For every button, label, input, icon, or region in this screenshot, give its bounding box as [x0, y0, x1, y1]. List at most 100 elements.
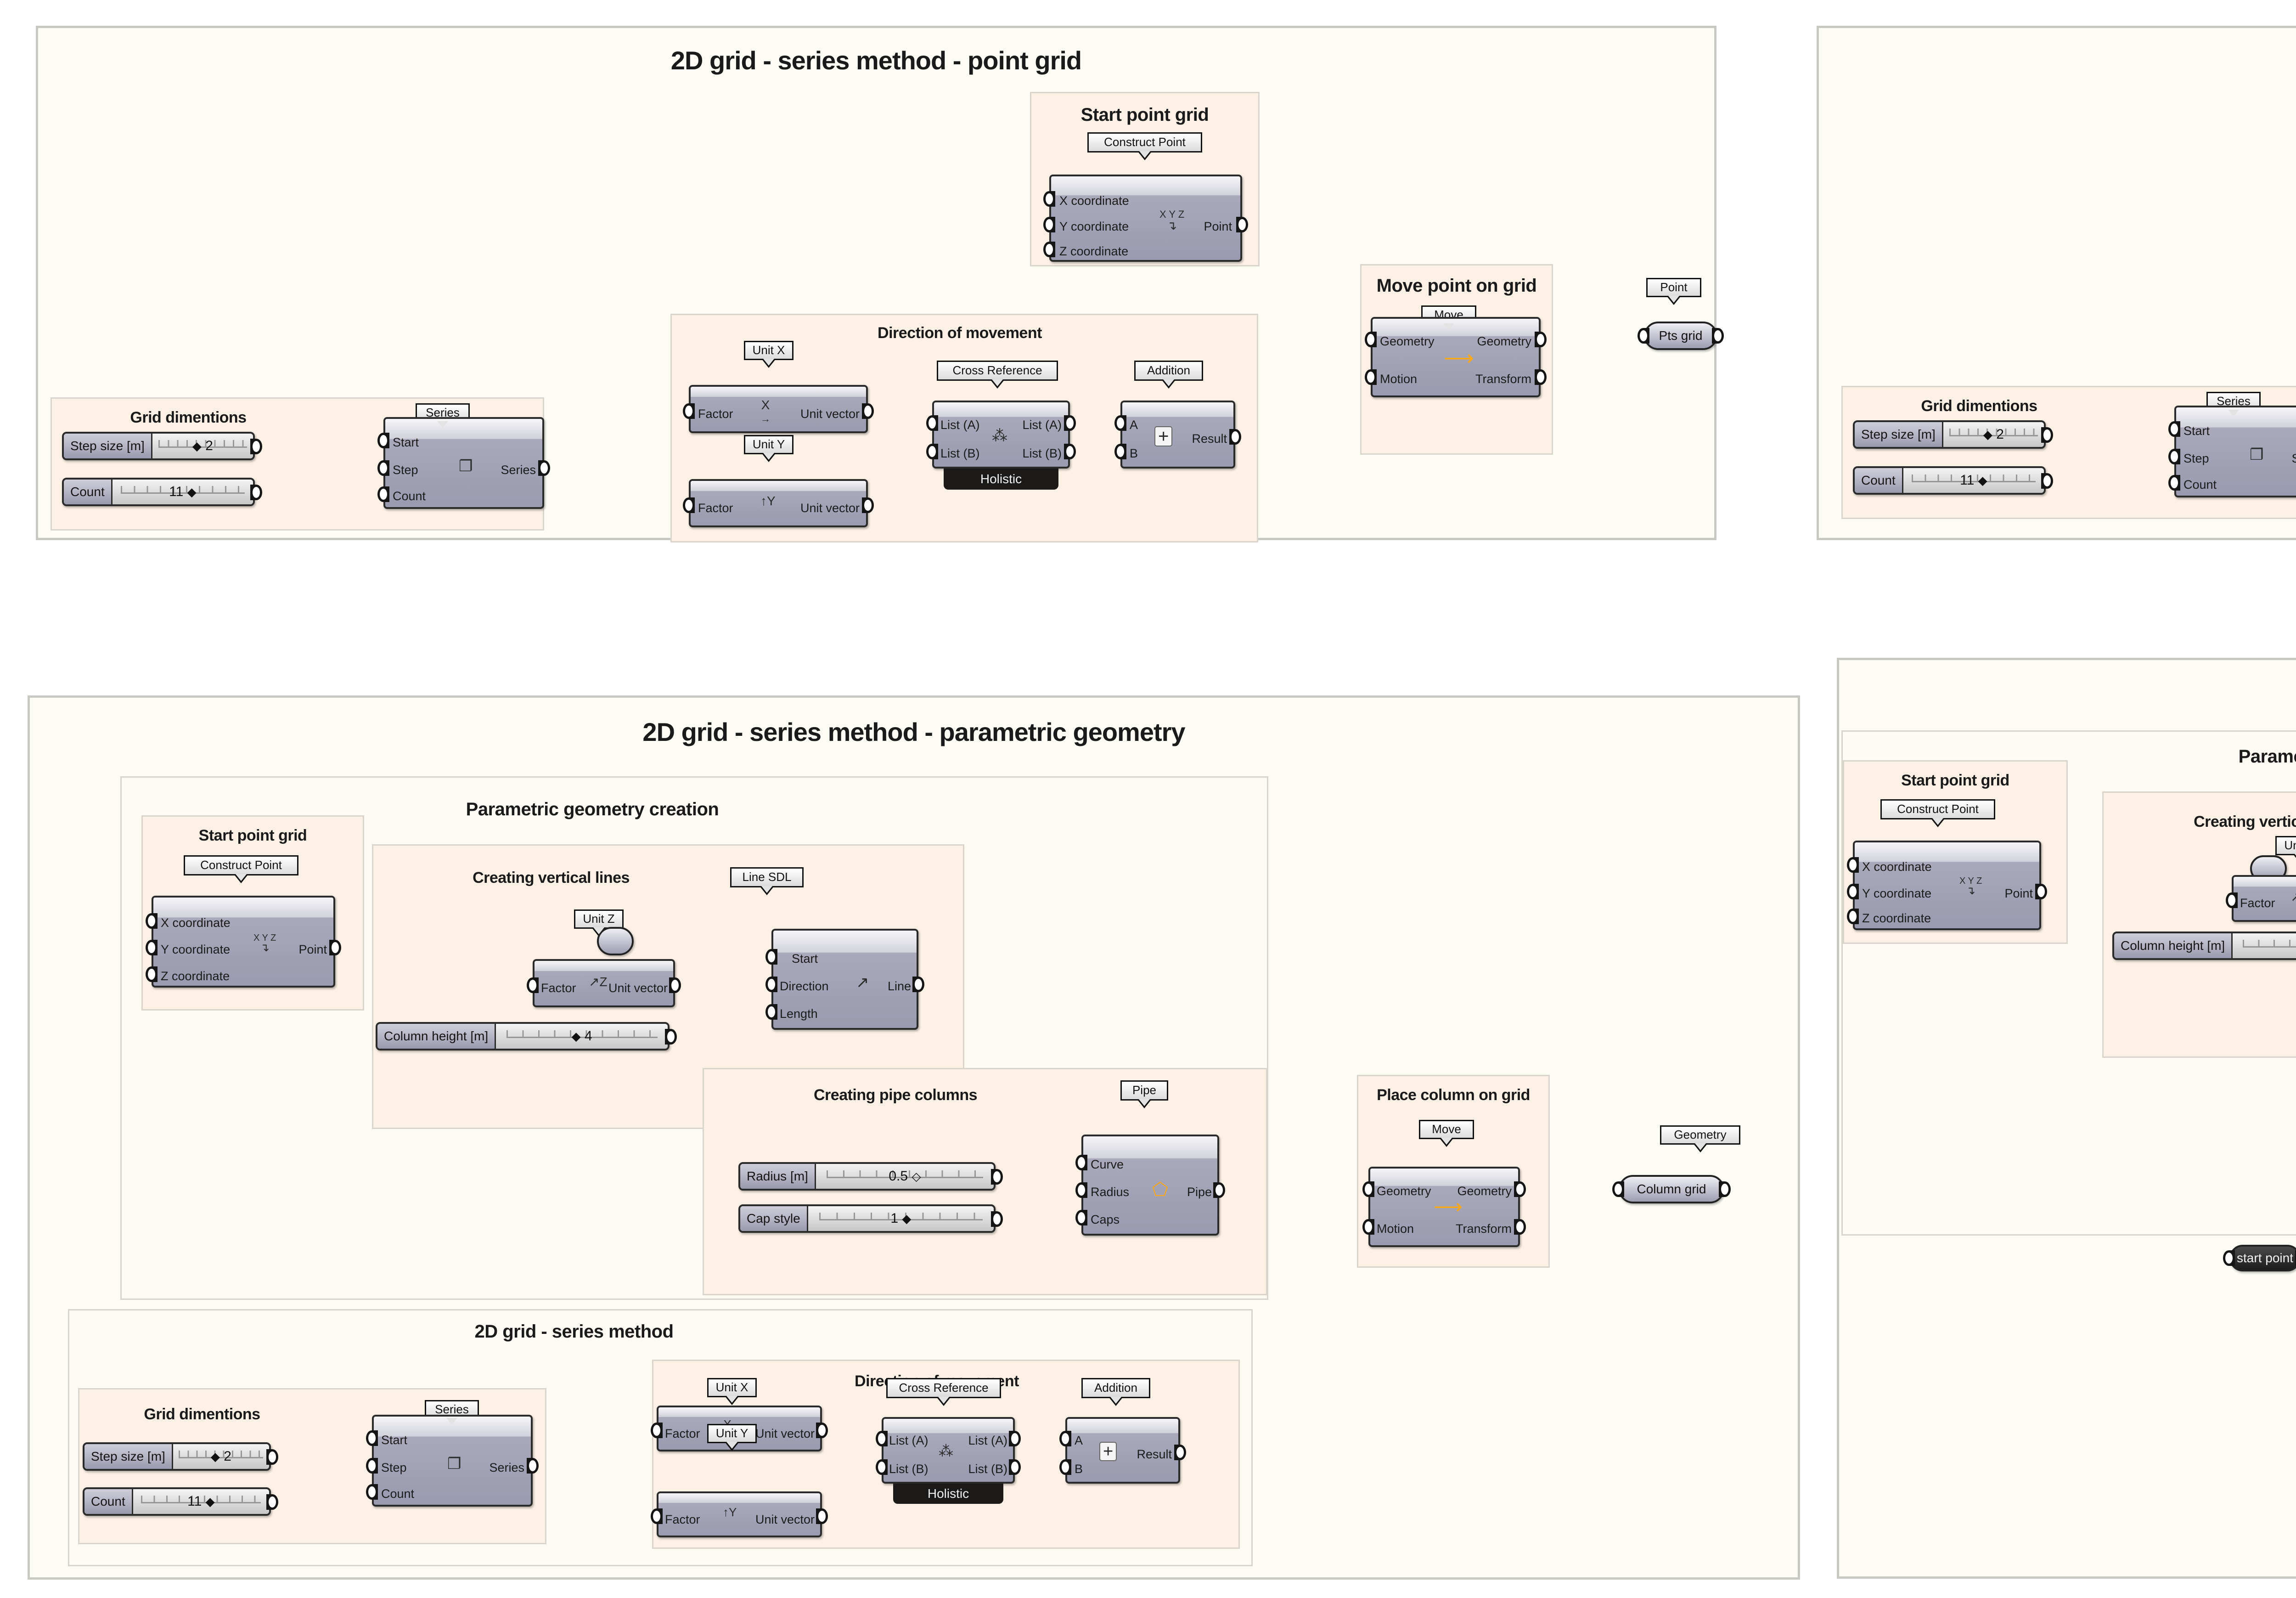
port-nub[interactable]: [377, 433, 389, 448]
port-length-in[interactable]: Length: [780, 1007, 818, 1021]
component-move-bl[interactable]: Geometry Motion Geometry Transform ⟶: [1362, 1167, 1526, 1247]
component-unit-y-bl[interactable]: Factor Unit vector ↑Y: [651, 1491, 828, 1537]
port-list-b-in[interactable]: List (B): [940, 446, 980, 460]
port-nub[interactable]: [1064, 415, 1076, 431]
port-y-coordinate[interactable]: Y coordinate: [1059, 220, 1129, 233]
port-unit-vector-out[interactable]: Unit vector: [800, 407, 860, 421]
port-nub[interactable]: [1043, 217, 1055, 232]
port-nub[interactable]: [1612, 1181, 1624, 1197]
port-series-out[interactable]: Series: [501, 463, 536, 477]
port-factor-in[interactable]: Factor: [665, 1427, 700, 1440]
port-nub[interactable]: [1362, 1181, 1374, 1197]
component-unit-y[interactable]: Factor Unit vector ↑Y: [683, 479, 874, 527]
component-unit-z[interactable]: Factor Unit vector ↗Z: [527, 959, 681, 1007]
port-nub[interactable]: [2226, 892, 2238, 908]
relay-column-grid-bl[interactable]: Column grid: [1619, 1175, 1724, 1203]
port-count-in[interactable]: Count: [2183, 478, 2217, 491]
port-nub[interactable]: [1365, 332, 1377, 347]
port-start-in[interactable]: Start: [792, 952, 818, 966]
port-start-in[interactable]: Start: [381, 1433, 408, 1447]
port-nub[interactable]: [683, 497, 695, 513]
port-geometry-in[interactable]: Geometry: [1377, 1184, 1431, 1198]
port-nub[interactable]: [1365, 369, 1377, 385]
port-nub[interactable]: [876, 1431, 888, 1446]
port-x-coordinate[interactable]: X coordinate: [1862, 860, 1932, 874]
port-list-b-in[interactable]: List (B): [889, 1462, 929, 1476]
port-nub[interactable]: [1535, 369, 1547, 385]
port-count-in[interactable]: Count: [393, 489, 426, 503]
slider-cap-style[interactable]: Cap style 1 ◆: [738, 1204, 996, 1233]
port-result-out[interactable]: Result: [1137, 1447, 1172, 1461]
port-nub[interactable]: [651, 1508, 663, 1524]
port-list-a-in[interactable]: List (A): [940, 418, 980, 432]
port-nub[interactable]: [651, 1423, 663, 1438]
port-nub[interactable]: [1059, 1459, 1071, 1475]
port-nub[interactable]: [2035, 884, 2047, 899]
port-caps-in[interactable]: Caps: [1091, 1213, 1120, 1226]
port-nub[interactable]: [266, 1449, 278, 1465]
port-nub[interactable]: [2223, 1250, 2235, 1266]
component-construct-point-br[interactable]: X coordinate Y coordinate Z coordinate P…: [1847, 841, 2047, 930]
port-series-out[interactable]: Series: [489, 1461, 524, 1474]
port-nub[interactable]: [862, 403, 874, 419]
slider-track[interactable]: ◆ 2: [1943, 422, 2044, 447]
port-nub[interactable]: [250, 485, 262, 500]
port-nub[interactable]: [926, 415, 938, 431]
slider-track[interactable]: ◆ 4: [496, 1024, 668, 1049]
port-nub[interactable]: [1114, 444, 1126, 459]
port-nub[interactable]: [1114, 415, 1126, 431]
relay-pts-grid[interactable]: Pts grid: [1644, 322, 1717, 350]
slider-radius[interactable]: Radius [m] 0.5 ◇: [738, 1162, 996, 1191]
port-nub[interactable]: [366, 1484, 378, 1500]
port-nub[interactable]: [329, 940, 341, 955]
component-series-tr[interactable]: Start Step Count Series ❐: [2168, 406, 2296, 497]
port-nub[interactable]: [926, 444, 938, 459]
port-nub[interactable]: [1236, 217, 1248, 232]
port-nub[interactable]: [146, 966, 158, 982]
port-list-a-out[interactable]: List (A): [968, 1434, 1007, 1447]
port-nub[interactable]: [2041, 427, 2053, 443]
slider-track[interactable]: 1 ◆: [808, 1206, 994, 1231]
port-factor-in[interactable]: Factor: [665, 1513, 700, 1526]
slider-column-height-br[interactable]: Column height [m] ◆ 4: [2112, 932, 2296, 960]
port-nub[interactable]: [2168, 475, 2180, 491]
port-nub[interactable]: [366, 1458, 378, 1474]
port-z-coordinate[interactable]: Z coordinate: [161, 969, 230, 983]
slider-step-size[interactable]: Step size [m] ◆ 2: [62, 432, 255, 460]
component-series[interactable]: Start Step Count Series ❐: [377, 417, 550, 509]
port-nub[interactable]: [1059, 1431, 1071, 1446]
component-unit-x-bl[interactable]: Factor Unit vector X→: [651, 1406, 828, 1451]
port-start-in[interactable]: Start: [2183, 424, 2210, 438]
port-nub[interactable]: [1075, 1182, 1087, 1198]
port-list-b-out[interactable]: List (B): [968, 1462, 1007, 1476]
slider-track[interactable]: ◆ 2: [173, 1444, 269, 1469]
port-nub[interactable]: [1514, 1219, 1526, 1235]
port-list-b-out[interactable]: List (B): [1022, 446, 1062, 460]
port-pipe-out[interactable]: Pipe: [1187, 1185, 1212, 1199]
port-nub[interactable]: [683, 403, 695, 419]
port-x-coordinate[interactable]: X coordinate: [1059, 194, 1129, 208]
port-nub[interactable]: [527, 1458, 539, 1474]
port-b-in[interactable]: B: [1130, 446, 1138, 460]
port-nub[interactable]: [876, 1459, 888, 1475]
port-nub[interactable]: [665, 1029, 677, 1045]
port-nub[interactable]: [1712, 328, 1724, 344]
port-nub[interactable]: [377, 486, 389, 502]
port-transform-out[interactable]: Transform: [1455, 1222, 1512, 1236]
port-nub[interactable]: [1009, 1459, 1021, 1475]
component-move[interactable]: Geometry Motion Geometry Transform ⟶: [1365, 317, 1547, 397]
port-nub[interactable]: [1847, 909, 1859, 924]
port-nub[interactable]: [1229, 429, 1241, 445]
port-nub[interactable]: [2168, 449, 2180, 464]
port-nub[interactable]: [538, 460, 550, 476]
port-nub[interactable]: [765, 1004, 777, 1020]
component-series-bl[interactable]: Start Step Count Series ❐: [366, 1415, 539, 1507]
component-addition[interactable]: A B Result +: [1114, 401, 1241, 469]
slider-count-tr[interactable]: Count 11 ◆: [1853, 466, 2046, 495]
port-z-coordinate[interactable]: Z coordinate: [1862, 911, 1931, 925]
port-result-out[interactable]: Result: [1192, 432, 1227, 446]
port-factor-in[interactable]: Factor: [2240, 896, 2275, 910]
port-nub[interactable]: [816, 1508, 828, 1524]
port-a-in[interactable]: A: [1130, 418, 1138, 432]
port-radius-in[interactable]: Radius: [1091, 1185, 1130, 1199]
